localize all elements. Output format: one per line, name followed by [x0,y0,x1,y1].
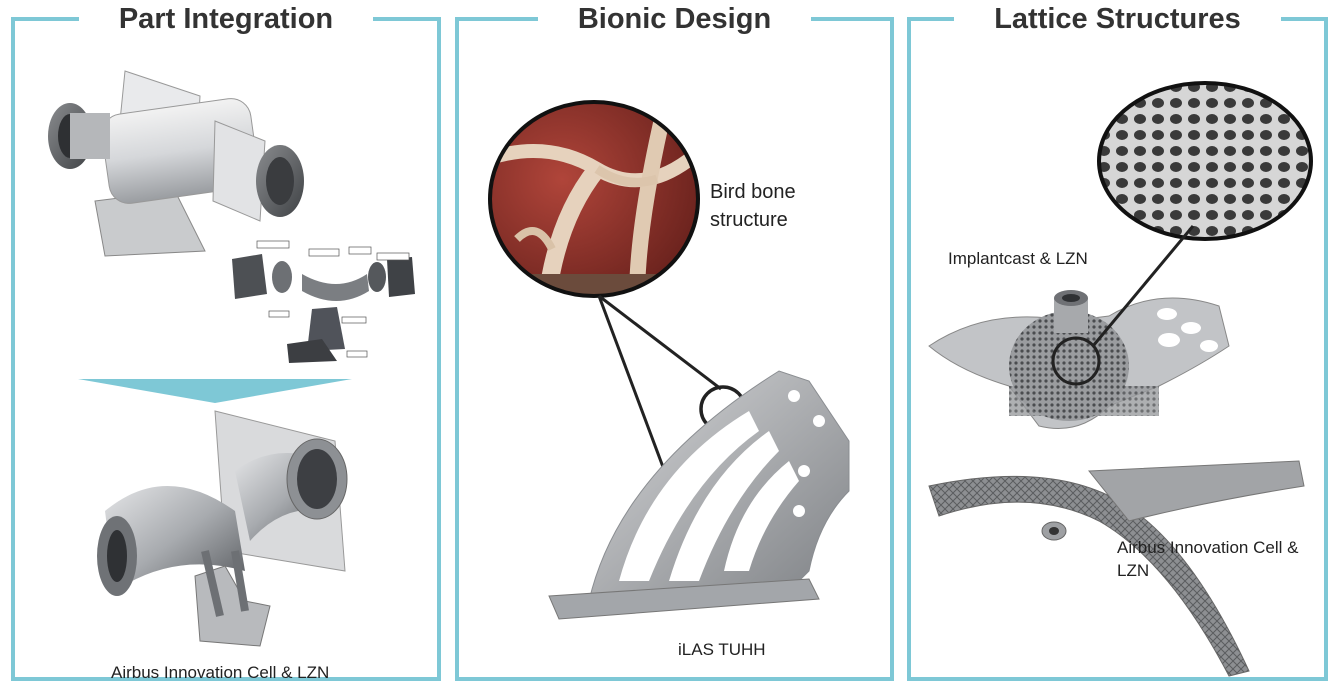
lattice-panel-image [928,460,1305,677]
integration-arrow [78,379,352,403]
exploded-view-diagram [232,240,415,363]
integrated-part-image [97,410,348,647]
bionic-bracket-image [548,370,850,620]
lattice-implant-image [928,290,1230,429]
caption-implant-credit: Implantcast & LZN [948,249,1088,268]
lattice-callout-line [1051,225,1195,386]
lattice-closeup-image [1097,81,1313,241]
panel-lattice-structures: Lattice Structures Implantcast & LZN [907,0,1328,681]
caption-bionic-credit: iLAS TUHH [678,640,766,659]
panel-part-integration: Part Integration [11,0,441,682]
caption-lattice-panel-credit: Airbus Innovation Cell & LZN [1117,538,1299,580]
panel-title: Bionic Design [537,0,812,39]
caption-bird-bone-structure: Bird bone structure [710,181,796,231]
caption-part-integration-credit: Airbus Innovation Cell & LZN [111,663,330,682]
panel-title: Part Integration [78,0,374,39]
original-assembly-image [48,70,304,257]
panel-bionic-design: Bionic Design Bird bone structure [455,0,894,681]
bird-bone-closeup-image [488,100,700,298]
panel-title: Lattice Structures [954,0,1281,39]
